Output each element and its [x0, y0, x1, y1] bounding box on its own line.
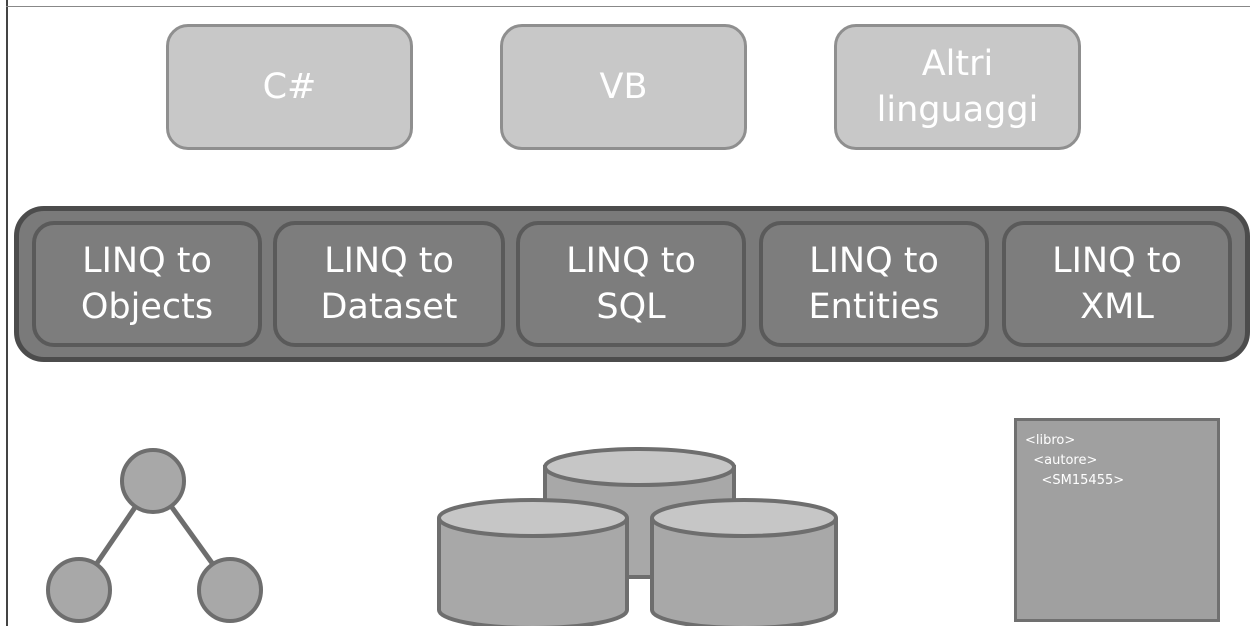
frame-left-border: [6, 0, 8, 626]
provider-box-entities: LINQ to Entities: [759, 221, 989, 347]
provider-box-dataset: LINQ to Dataset: [273, 221, 505, 347]
provider-box-objects: LINQ to Objects: [32, 221, 262, 347]
provider-box-sql: LINQ to SQL: [516, 221, 746, 347]
provider-label: LINQ to Dataset: [320, 241, 458, 327]
provider-box-xml: LINQ to XML: [1002, 221, 1232, 347]
language-box-csharp: C#: [166, 24, 413, 150]
language-box-vb: VB: [500, 24, 747, 150]
object-graph-icon: [46, 448, 263, 623]
language-label: VB: [599, 67, 648, 107]
language-label: Altri linguaggi: [876, 44, 1039, 130]
frame-top-border: [6, 6, 1250, 7]
language-label: C#: [262, 67, 317, 107]
database-icon: [437, 447, 838, 626]
provider-label: LINQ to SQL: [566, 241, 696, 327]
xml-line: <autore>: [1025, 453, 1098, 468]
provider-label: LINQ to Objects: [80, 241, 214, 327]
provider-label: LINQ to Entities: [808, 241, 940, 327]
language-box-other: Altri linguaggi: [834, 24, 1081, 150]
xml-line: <libro>: [1025, 433, 1076, 448]
xml-line: <SM15455>: [1025, 473, 1125, 488]
provider-label: LINQ to XML: [1052, 241, 1182, 327]
xml-document-icon: <libro> <autore> <SM15455>: [1014, 418, 1220, 622]
